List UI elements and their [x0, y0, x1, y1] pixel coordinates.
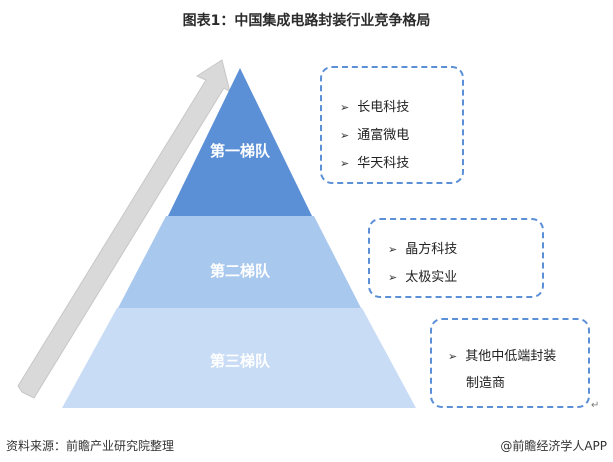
triangle-right-icon: ➢: [388, 271, 398, 284]
source-note: 资料来源：前瞻产业研究院整理: [6, 439, 175, 453]
triangle-right-icon: ➢: [340, 101, 350, 114]
company-item: ➢通富微电: [340, 128, 410, 143]
return-mark-icon: ↵: [591, 400, 600, 411]
tier-3-label: 第三梯队: [209, 352, 270, 370]
tier-3-company-box: [430, 318, 590, 408]
company-item-continued: 制造商: [466, 376, 506, 391]
triangle-right-icon: ➢: [340, 129, 350, 142]
company-item: ➢其他中低端封装: [448, 349, 557, 364]
growth-arrow-icon: [17, 59, 231, 399]
tier-2-company-box: [368, 218, 544, 298]
company-item: ➢华天科技: [340, 156, 410, 171]
triangle-right-icon: ➢: [340, 157, 350, 170]
company-item: ➢太极实业: [388, 270, 458, 285]
tier-2-label: 第二梯队: [209, 262, 270, 280]
tier-1-label: 第一梯队: [209, 142, 270, 160]
company-item: ➢长电科技: [340, 100, 410, 115]
pyramid-tier-1: [168, 68, 312, 216]
triangle-right-icon: ➢: [388, 243, 398, 256]
pyramid-tier-3: [62, 308, 416, 408]
triangle-right-icon: ➢: [448, 350, 458, 363]
chart-title: 图表1：中国集成电路封装行业竞争格局: [182, 13, 431, 29]
pyramid-tier-2: [118, 216, 361, 308]
brand-credit: @前瞻经济学人APP: [500, 439, 607, 453]
tier-1-company-box: [320, 66, 464, 184]
company-item: ➢晶方科技: [388, 242, 458, 257]
